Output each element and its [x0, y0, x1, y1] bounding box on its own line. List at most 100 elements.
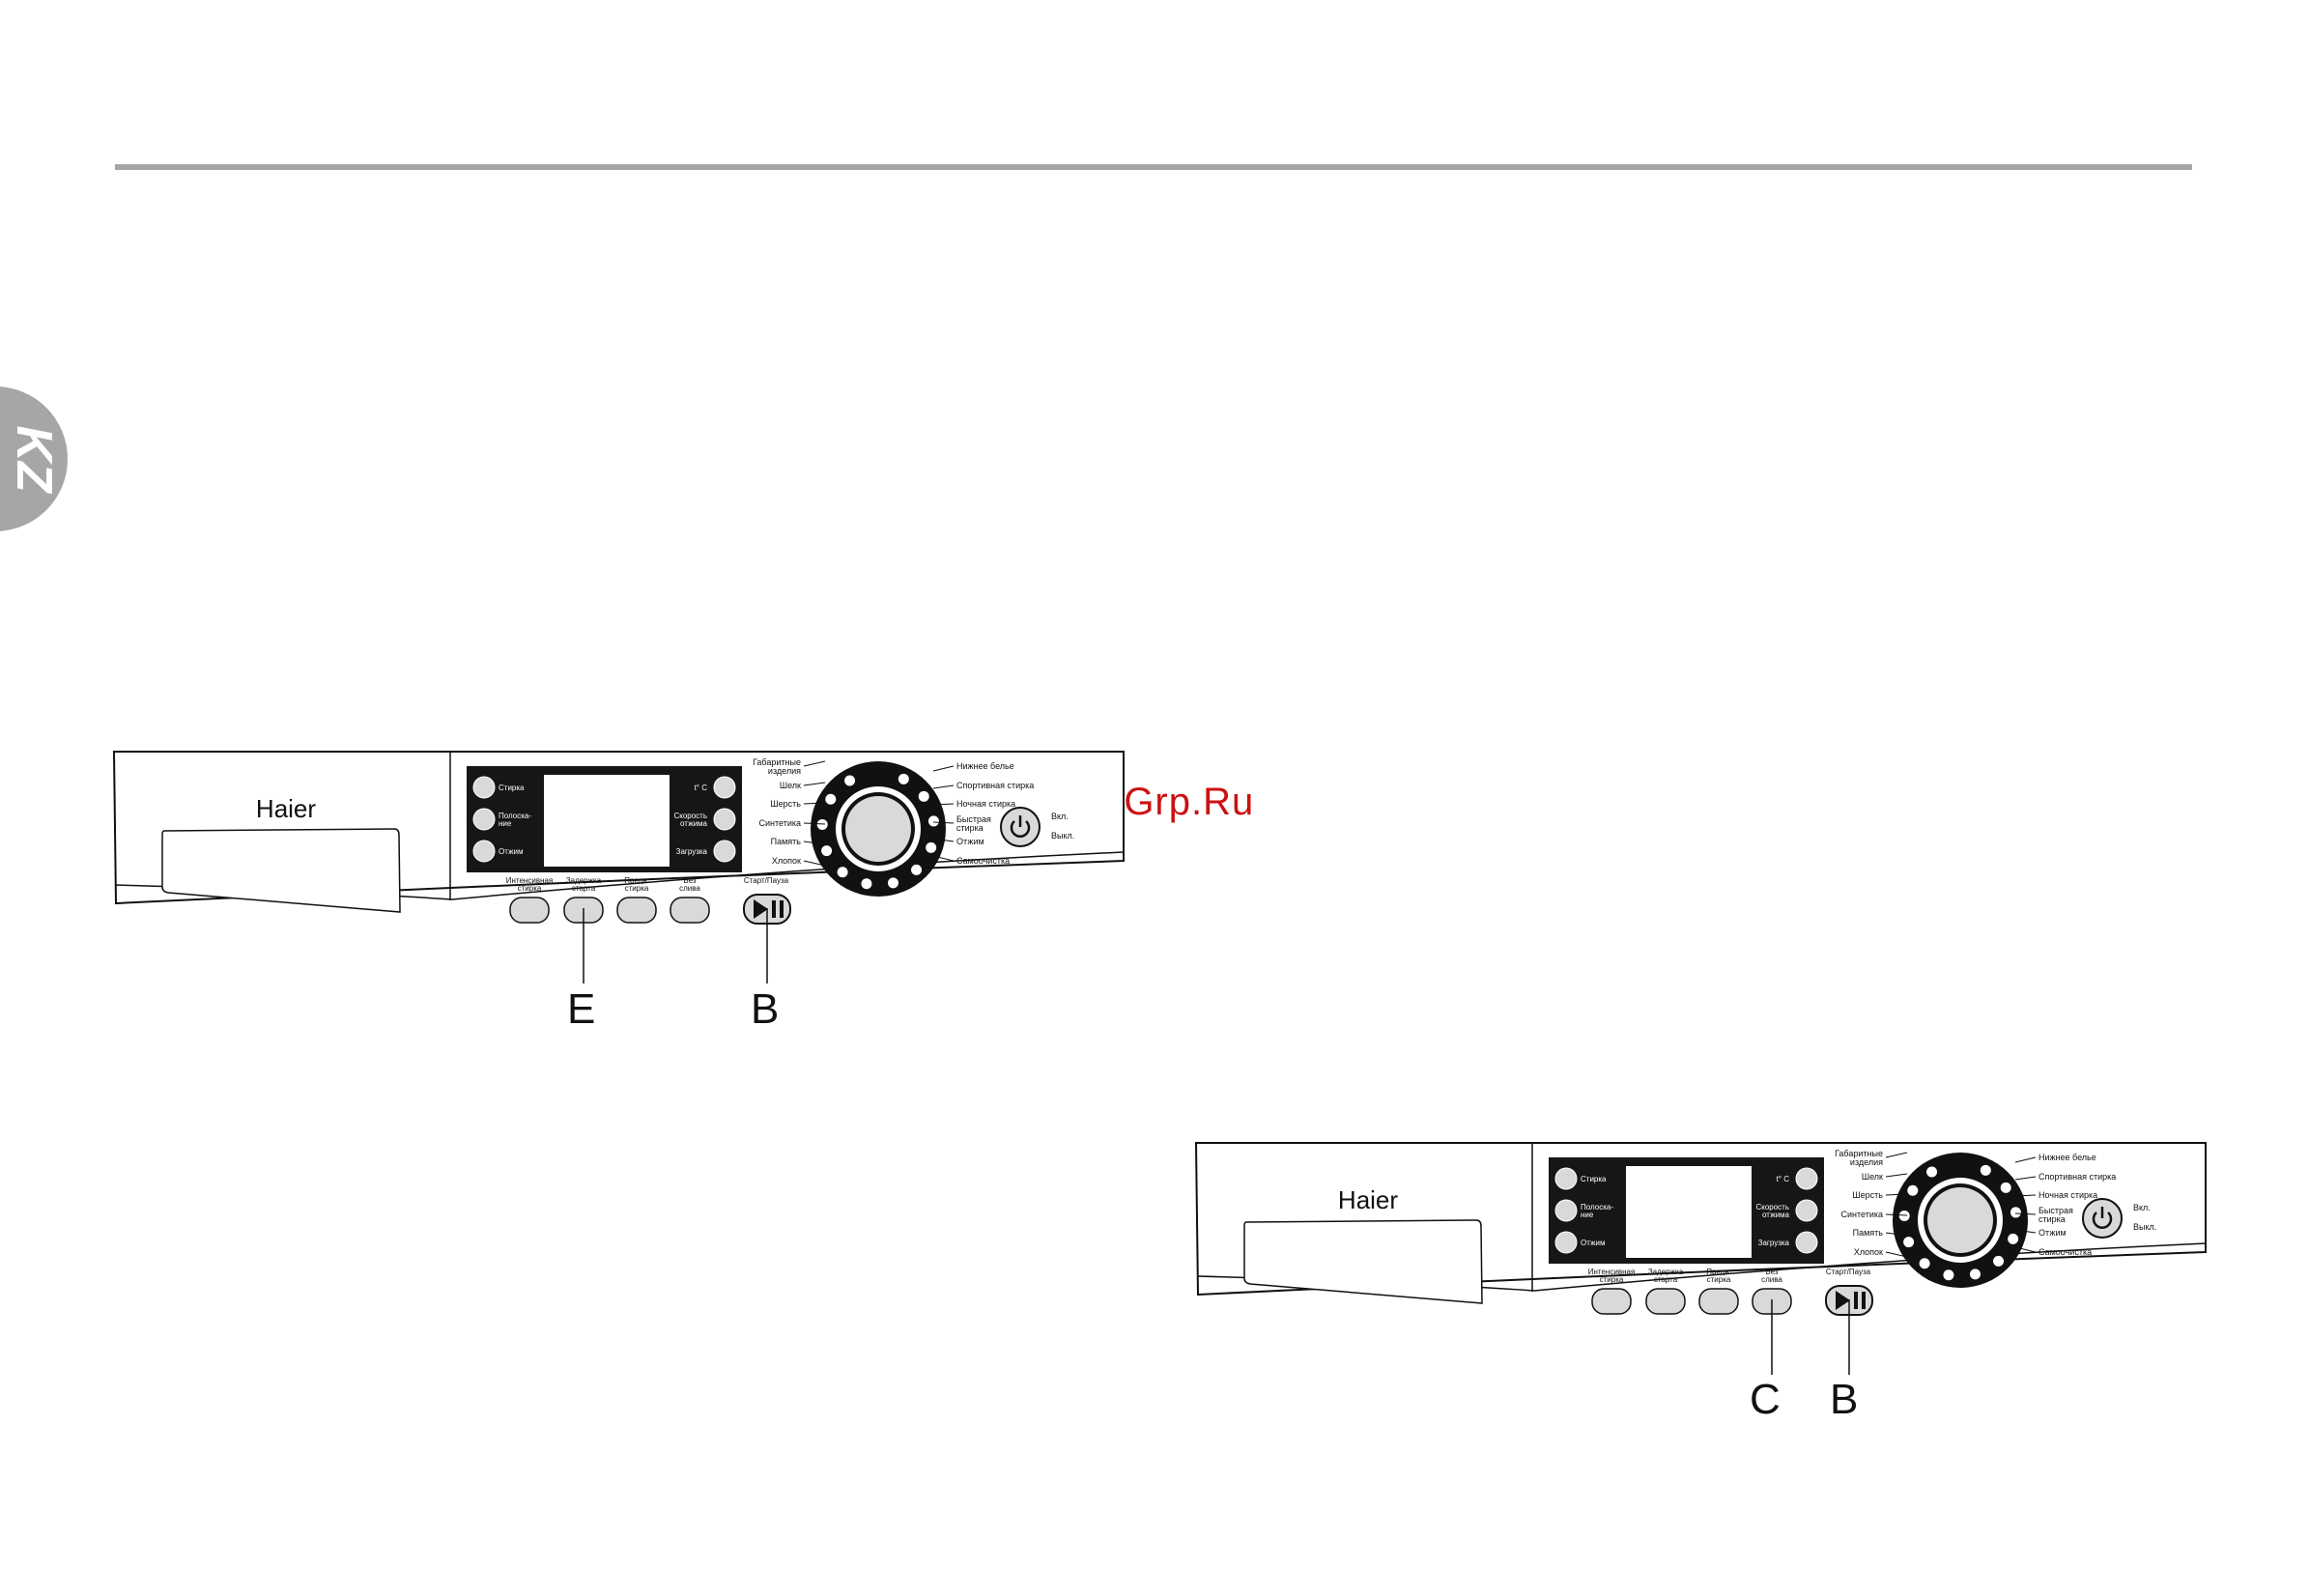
mode-button-label: Стирка — [1581, 1175, 1607, 1183]
setting-button[interactable] — [713, 808, 736, 831]
leader-line — [932, 821, 955, 824]
program-label: Шерсть — [1852, 1190, 1883, 1200]
leader-line — [803, 760, 826, 767]
mode-button-label: Отжим — [1581, 1239, 1605, 1247]
brand-logo: Haier — [256, 794, 316, 823]
program-indicator — [911, 864, 923, 875]
program-indicator — [1993, 1255, 2005, 1267]
program-indicator — [837, 867, 848, 878]
program-indicator — [2008, 1233, 2019, 1244]
power-icon — [2092, 1211, 2113, 1229]
program-label: Самоочистка — [2038, 1247, 2092, 1257]
program-indicator — [2010, 1207, 2021, 1218]
program-label: Синтетика — [1840, 1210, 1883, 1219]
program-label: Шелк — [1862, 1172, 1883, 1182]
program-indicator — [898, 773, 909, 784]
pause-icon — [780, 900, 784, 918]
setting-button[interactable] — [713, 840, 736, 863]
power-on-label: Вкл. — [2133, 1203, 2151, 1212]
program-indicator — [1903, 1237, 1915, 1248]
program-label: Спортивная стирка — [956, 781, 1034, 790]
program-label: Ночная стирка — [956, 799, 1015, 809]
leader-line — [1885, 1213, 1908, 1216]
program-label: Память — [771, 837, 802, 846]
start-pause-label: Старт/Пауза — [1826, 1268, 1871, 1276]
option-button[interactable] — [616, 897, 657, 924]
program-label: Отжим — [956, 837, 984, 846]
mode-button[interactable] — [472, 776, 496, 799]
header-rule — [115, 164, 2192, 170]
program-indicator — [825, 793, 837, 805]
language-tab: KZ — [0, 386, 68, 531]
setting-button[interactable] — [1795, 1167, 1818, 1190]
program-indicator — [926, 841, 937, 853]
program-indicator — [918, 790, 929, 802]
program-indicator — [1919, 1258, 1930, 1269]
setting-button-label: t° C — [1777, 1175, 1790, 1183]
option-button[interactable] — [1591, 1288, 1632, 1315]
program-indicator — [1969, 1268, 1981, 1280]
leader-line — [803, 860, 826, 867]
play-icon — [754, 899, 768, 919]
program-indicator — [1907, 1184, 1919, 1196]
power-off-label: Выкл. — [1051, 831, 1074, 841]
leader-line — [803, 802, 826, 805]
program-indicator — [821, 845, 833, 857]
leader-line — [1885, 1251, 1908, 1258]
program-label: Шерсть — [770, 799, 801, 809]
setting-button-label: Загрузка — [1758, 1239, 1790, 1247]
option-button[interactable] — [670, 897, 710, 924]
mode-button[interactable] — [1554, 1199, 1578, 1222]
program-label: Ночная стирка — [2038, 1190, 2097, 1200]
leader-line — [803, 782, 826, 786]
callout-b-2: B — [1830, 1376, 1859, 1423]
program-label: Отжим — [2038, 1228, 2067, 1238]
leader-line — [932, 803, 955, 806]
language-tab-label: KZ — [6, 425, 62, 493]
pause-icon — [772, 900, 776, 918]
setting-button[interactable] — [713, 776, 736, 799]
setting-button-label: Загрузка — [676, 847, 708, 856]
leader-line — [2014, 1194, 2037, 1197]
mode-button-label: Отжим — [499, 847, 523, 856]
power-on-label: Вкл. — [1051, 812, 1069, 821]
program-label: Хлопок — [1854, 1247, 1883, 1257]
power-off-label: Выкл. — [2133, 1222, 2156, 1232]
mode-button[interactable] — [1554, 1231, 1578, 1254]
program-indicator — [887, 877, 898, 889]
callout-b: B — [751, 985, 780, 1033]
leader-line — [1885, 1232, 1908, 1237]
program-indicator — [1926, 1166, 1938, 1178]
leader-line — [1885, 1152, 1908, 1158]
pause-icon — [1862, 1292, 1866, 1309]
option-button[interactable] — [509, 897, 550, 924]
program-label: Хлопок — [772, 856, 801, 866]
program-dial[interactable] — [845, 796, 911, 862]
detergent-drawer[interactable] — [1243, 1219, 1483, 1304]
setting-button[interactable] — [1795, 1199, 1818, 1222]
option-button-label: Предв.стирка — [624, 876, 649, 893]
program-dial[interactable] — [1927, 1187, 1993, 1253]
mode-button[interactable] — [472, 808, 496, 831]
brand-logo: Haier — [1338, 1185, 1398, 1214]
mode-button[interactable] — [1554, 1167, 1578, 1190]
mode-button[interactable] — [472, 840, 496, 863]
option-button[interactable] — [1698, 1288, 1739, 1315]
option-button[interactable] — [1645, 1288, 1686, 1315]
setting-button[interactable] — [1795, 1231, 1818, 1254]
program-label: Память — [1853, 1228, 1884, 1238]
detergent-drawer[interactable] — [161, 828, 401, 913]
program-label: Спортивная стирка — [2038, 1172, 2116, 1182]
program-label: Синтетика — [758, 818, 801, 828]
leader-line — [932, 765, 955, 772]
